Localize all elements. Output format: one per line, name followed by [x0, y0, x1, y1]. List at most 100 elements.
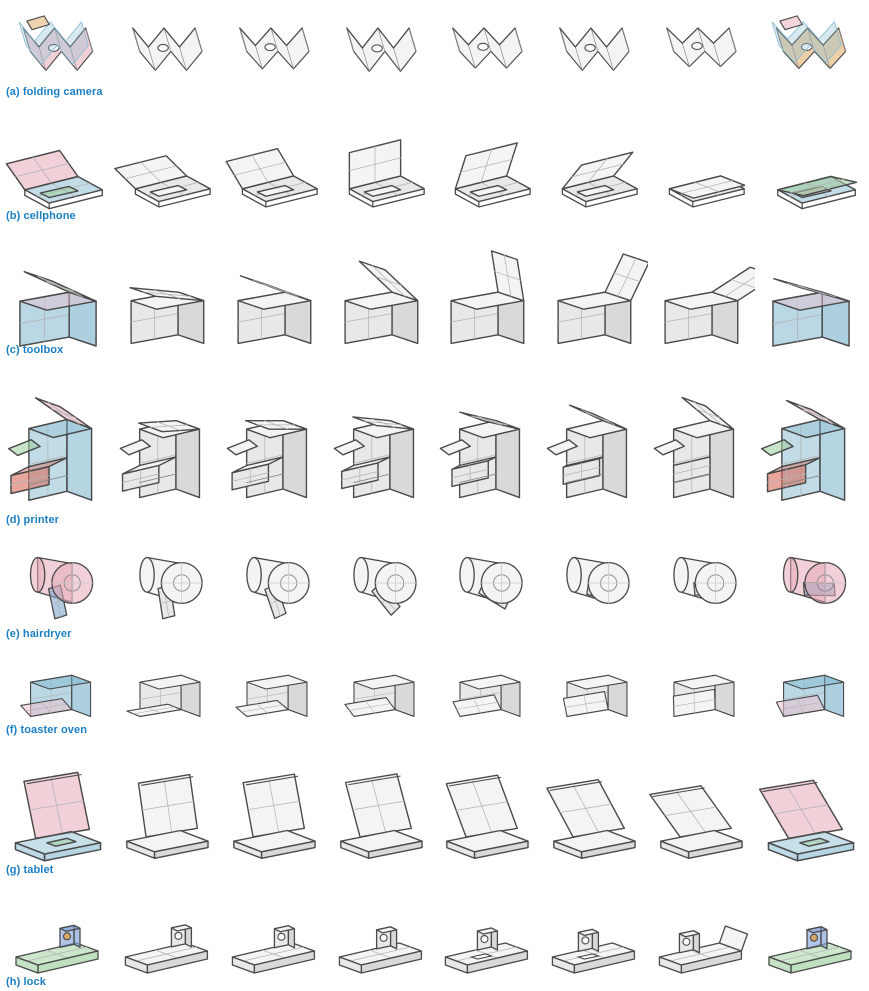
sketch-hairdryer-step-1	[139, 556, 203, 620]
result-sketch-toolbox	[772, 277, 850, 347]
sketch-hairdryer-step-3	[352, 556, 417, 616]
row-label: (f) toaster oven	[6, 724, 88, 736]
concept-sketch-left	[2, 223, 114, 357]
sketch-tablet-step-4	[446, 774, 530, 859]
sketch-hairdryer-step-6	[673, 556, 737, 605]
sketch-cellphone-step-4	[455, 142, 532, 208]
row-label: (a) folding camera	[6, 86, 103, 98]
sketch-toaster-oven-step-4	[452, 674, 522, 717]
sketch-tablet-step-3	[339, 773, 423, 859]
sketch-toaster-oven-step-1	[126, 674, 201, 717]
sketch-hairdryer-step-4	[459, 556, 524, 610]
result-sketch-right	[755, 223, 867, 357]
concept-sketch-left	[2, 877, 114, 989]
concept-sketch-folding-camera	[18, 15, 94, 71]
sketch-cellphone-step-6	[668, 175, 746, 208]
figure-row-toaster-oven: (f) toaster oven	[0, 641, 869, 737]
concept-sketch-printer	[7, 397, 93, 501]
concept-sketch-tablet	[14, 771, 102, 862]
articulation-sequence	[114, 527, 755, 641]
sketch-lock-step-2	[231, 925, 315, 974]
sketch-tablet-step-2	[232, 773, 316, 859]
concept-sketch-hairdryer	[29, 556, 94, 620]
figure-row-tablet: (g) tablet	[0, 737, 869, 877]
row-label: (b) cellphone	[6, 210, 76, 222]
figure-row-folding-camera: (a) folding camera	[0, 2, 869, 99]
concept-sketch-left	[2, 99, 114, 223]
sketch-printer-step-4	[440, 411, 521, 499]
figure-row-printer: (d) printer	[0, 357, 869, 527]
sketch-lock-step-6	[658, 925, 749, 974]
sketch-toolbox-step-4	[450, 250, 525, 345]
articulation-sequence	[114, 877, 755, 989]
sketch-tablet-step-1	[126, 773, 209, 859]
result-sketch-right	[755, 357, 867, 527]
sketch-printer-step-6	[653, 396, 735, 499]
concept-sketch-lock	[15, 924, 99, 974]
articulation-sequence	[114, 2, 755, 99]
result-sketch-tablet	[758, 779, 855, 862]
sketch-folding-camera-step-5	[559, 27, 630, 71]
sketch-folding-camera-step-1	[132, 27, 203, 71]
figure-row-toolbox: (c) toolbox	[0, 223, 869, 357]
articulation-sequence	[114, 223, 755, 357]
row-label: (g) tablet	[6, 864, 54, 876]
concept-sketch-left	[2, 527, 114, 641]
row-label: (h) lock	[6, 976, 46, 988]
sketch-hairdryer-step-5	[566, 556, 630, 605]
result-sketch-printer	[760, 399, 846, 501]
row-label: (d) printer	[6, 514, 60, 526]
result-sketch-cellphone	[777, 175, 858, 210]
concept-sketch-toolbox	[19, 271, 97, 347]
sketch-toaster-oven-step-2	[235, 674, 308, 717]
concept-sketch-left	[2, 2, 114, 99]
sketch-cellphone-step-5	[561, 151, 639, 208]
sketch-toolbox-step-3	[344, 260, 419, 345]
sketch-toolbox-step-1	[129, 287, 205, 345]
result-sketch-right	[755, 2, 867, 99]
sketch-toaster-oven-step-5	[563, 674, 628, 717]
row-label: (c) toolbox	[6, 344, 64, 356]
sketch-folding-camera-step-6	[666, 27, 737, 68]
sketch-lock-step-4	[445, 927, 529, 974]
concept-sketch-left	[2, 737, 114, 877]
sketch-toolbox-step-2	[237, 275, 312, 345]
sketch-hairdryer-step-2	[246, 556, 310, 620]
result-sketch-folding-camera	[771, 15, 847, 70]
figure-row-hairdryer: (e) hairdryer	[0, 527, 869, 641]
concept-sketch-cellphone	[5, 149, 104, 210]
sketch-cellphone-step-2	[225, 147, 318, 208]
result-sketch-right	[755, 877, 867, 989]
result-sketch-right	[755, 641, 867, 737]
sketch-tablet-step-6	[649, 785, 743, 859]
sketch-toaster-oven-step-6	[672, 674, 735, 717]
sketch-lock-step-3	[338, 926, 422, 974]
sketch-tablet-step-5	[546, 779, 637, 859]
result-sketch-toaster-oven	[775, 674, 845, 717]
concept-sketch-toaster-oven	[20, 674, 92, 717]
articulation-sequence	[114, 737, 755, 877]
sketch-printer-step-2	[226, 419, 307, 499]
articulation-sequence	[114, 99, 755, 223]
sketch-printer-step-3	[333, 416, 414, 499]
articulation-sequence	[114, 357, 755, 527]
sketch-folding-camera-step-3	[345, 27, 417, 72]
sketch-toolbox-step-6	[664, 266, 755, 345]
sketch-printer-step-5	[547, 404, 628, 499]
row-label: (e) hairdryer	[6, 628, 72, 640]
result-sketch-lock	[768, 926, 852, 974]
concept-sketch-left	[2, 641, 114, 737]
figure-row-lock: (h) lock	[0, 877, 869, 989]
result-sketch-right	[755, 737, 867, 877]
figure-row-cellphone: (b) cellphone	[0, 99, 869, 223]
sketch-folding-camera-step-2	[239, 27, 310, 70]
sketch-cellphone-step-3	[348, 139, 425, 208]
sketch-toaster-oven-step-3	[344, 674, 415, 717]
sketch-printer-step-1	[119, 419, 201, 499]
concept-sketch-left	[2, 357, 114, 527]
result-sketch-right	[755, 527, 867, 641]
sketch-toolbox-step-5	[557, 253, 649, 345]
sketch-cellphone-step-1	[114, 155, 211, 208]
sketch-lock-step-5	[552, 928, 636, 974]
